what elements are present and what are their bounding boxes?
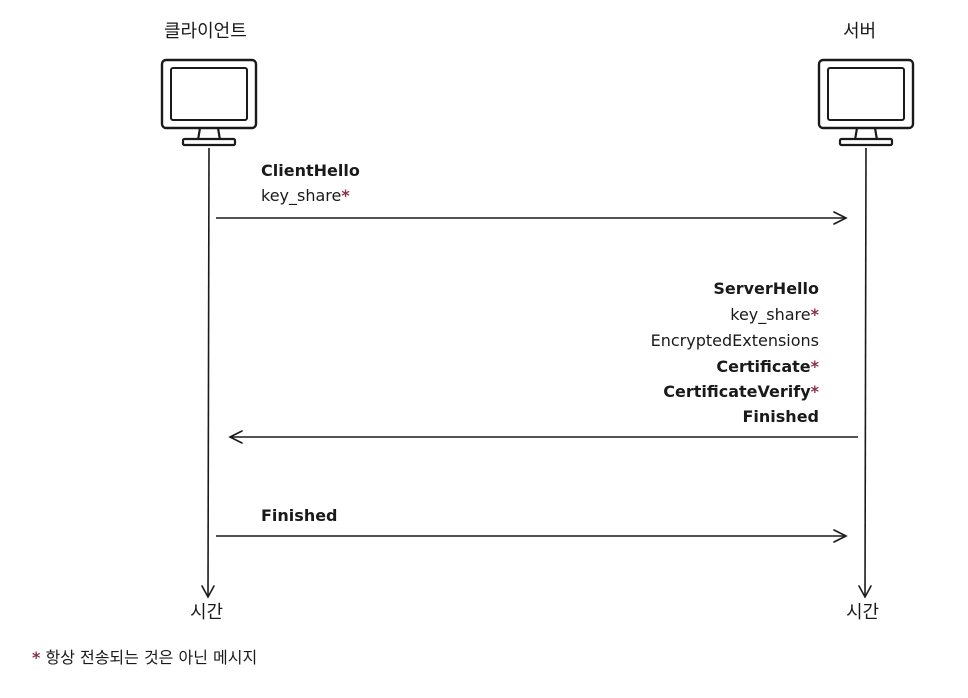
client-title: 클라이언트 <box>164 21 247 42</box>
optional-marker: * <box>810 382 819 401</box>
client-lifeline <box>201 147 215 599</box>
server-hello-arrow <box>228 430 859 444</box>
server-monitor-icon <box>817 58 915 147</box>
server-finished-label: Finished <box>742 407 819 426</box>
server-time-label: 시간 <box>846 602 880 623</box>
client-monitor-icon <box>160 58 258 147</box>
legend-marker: * <box>32 648 41 667</box>
server-lifeline <box>858 147 872 599</box>
certificate-label: Certificate* <box>716 357 819 376</box>
client-key-share-label: key_share* <box>261 186 350 205</box>
client-time-label: 시간 <box>190 602 224 623</box>
server-hello-label: ServerHello <box>713 279 819 298</box>
optional-marker: * <box>810 357 819 376</box>
certificate-verify-label: CertificateVerify* <box>663 382 819 401</box>
client-hello-label: ClientHello <box>261 161 360 180</box>
server-key-share-label: key_share* <box>730 305 819 324</box>
server-title: 서버 <box>843 21 877 42</box>
legend: * 항상 전송되는 것은 아닌 메시지 <box>32 648 257 668</box>
client-finished-label: Finished <box>261 506 338 525</box>
optional-marker: * <box>810 305 819 324</box>
encrypted-extensions-label: EncryptedExtensions <box>650 331 819 350</box>
client-finished-arrow <box>215 529 848 543</box>
legend-text: 항상 전송되는 것은 아닌 메시지 <box>45 648 258 667</box>
optional-marker: * <box>341 186 350 205</box>
client-hello-arrow <box>215 211 848 225</box>
